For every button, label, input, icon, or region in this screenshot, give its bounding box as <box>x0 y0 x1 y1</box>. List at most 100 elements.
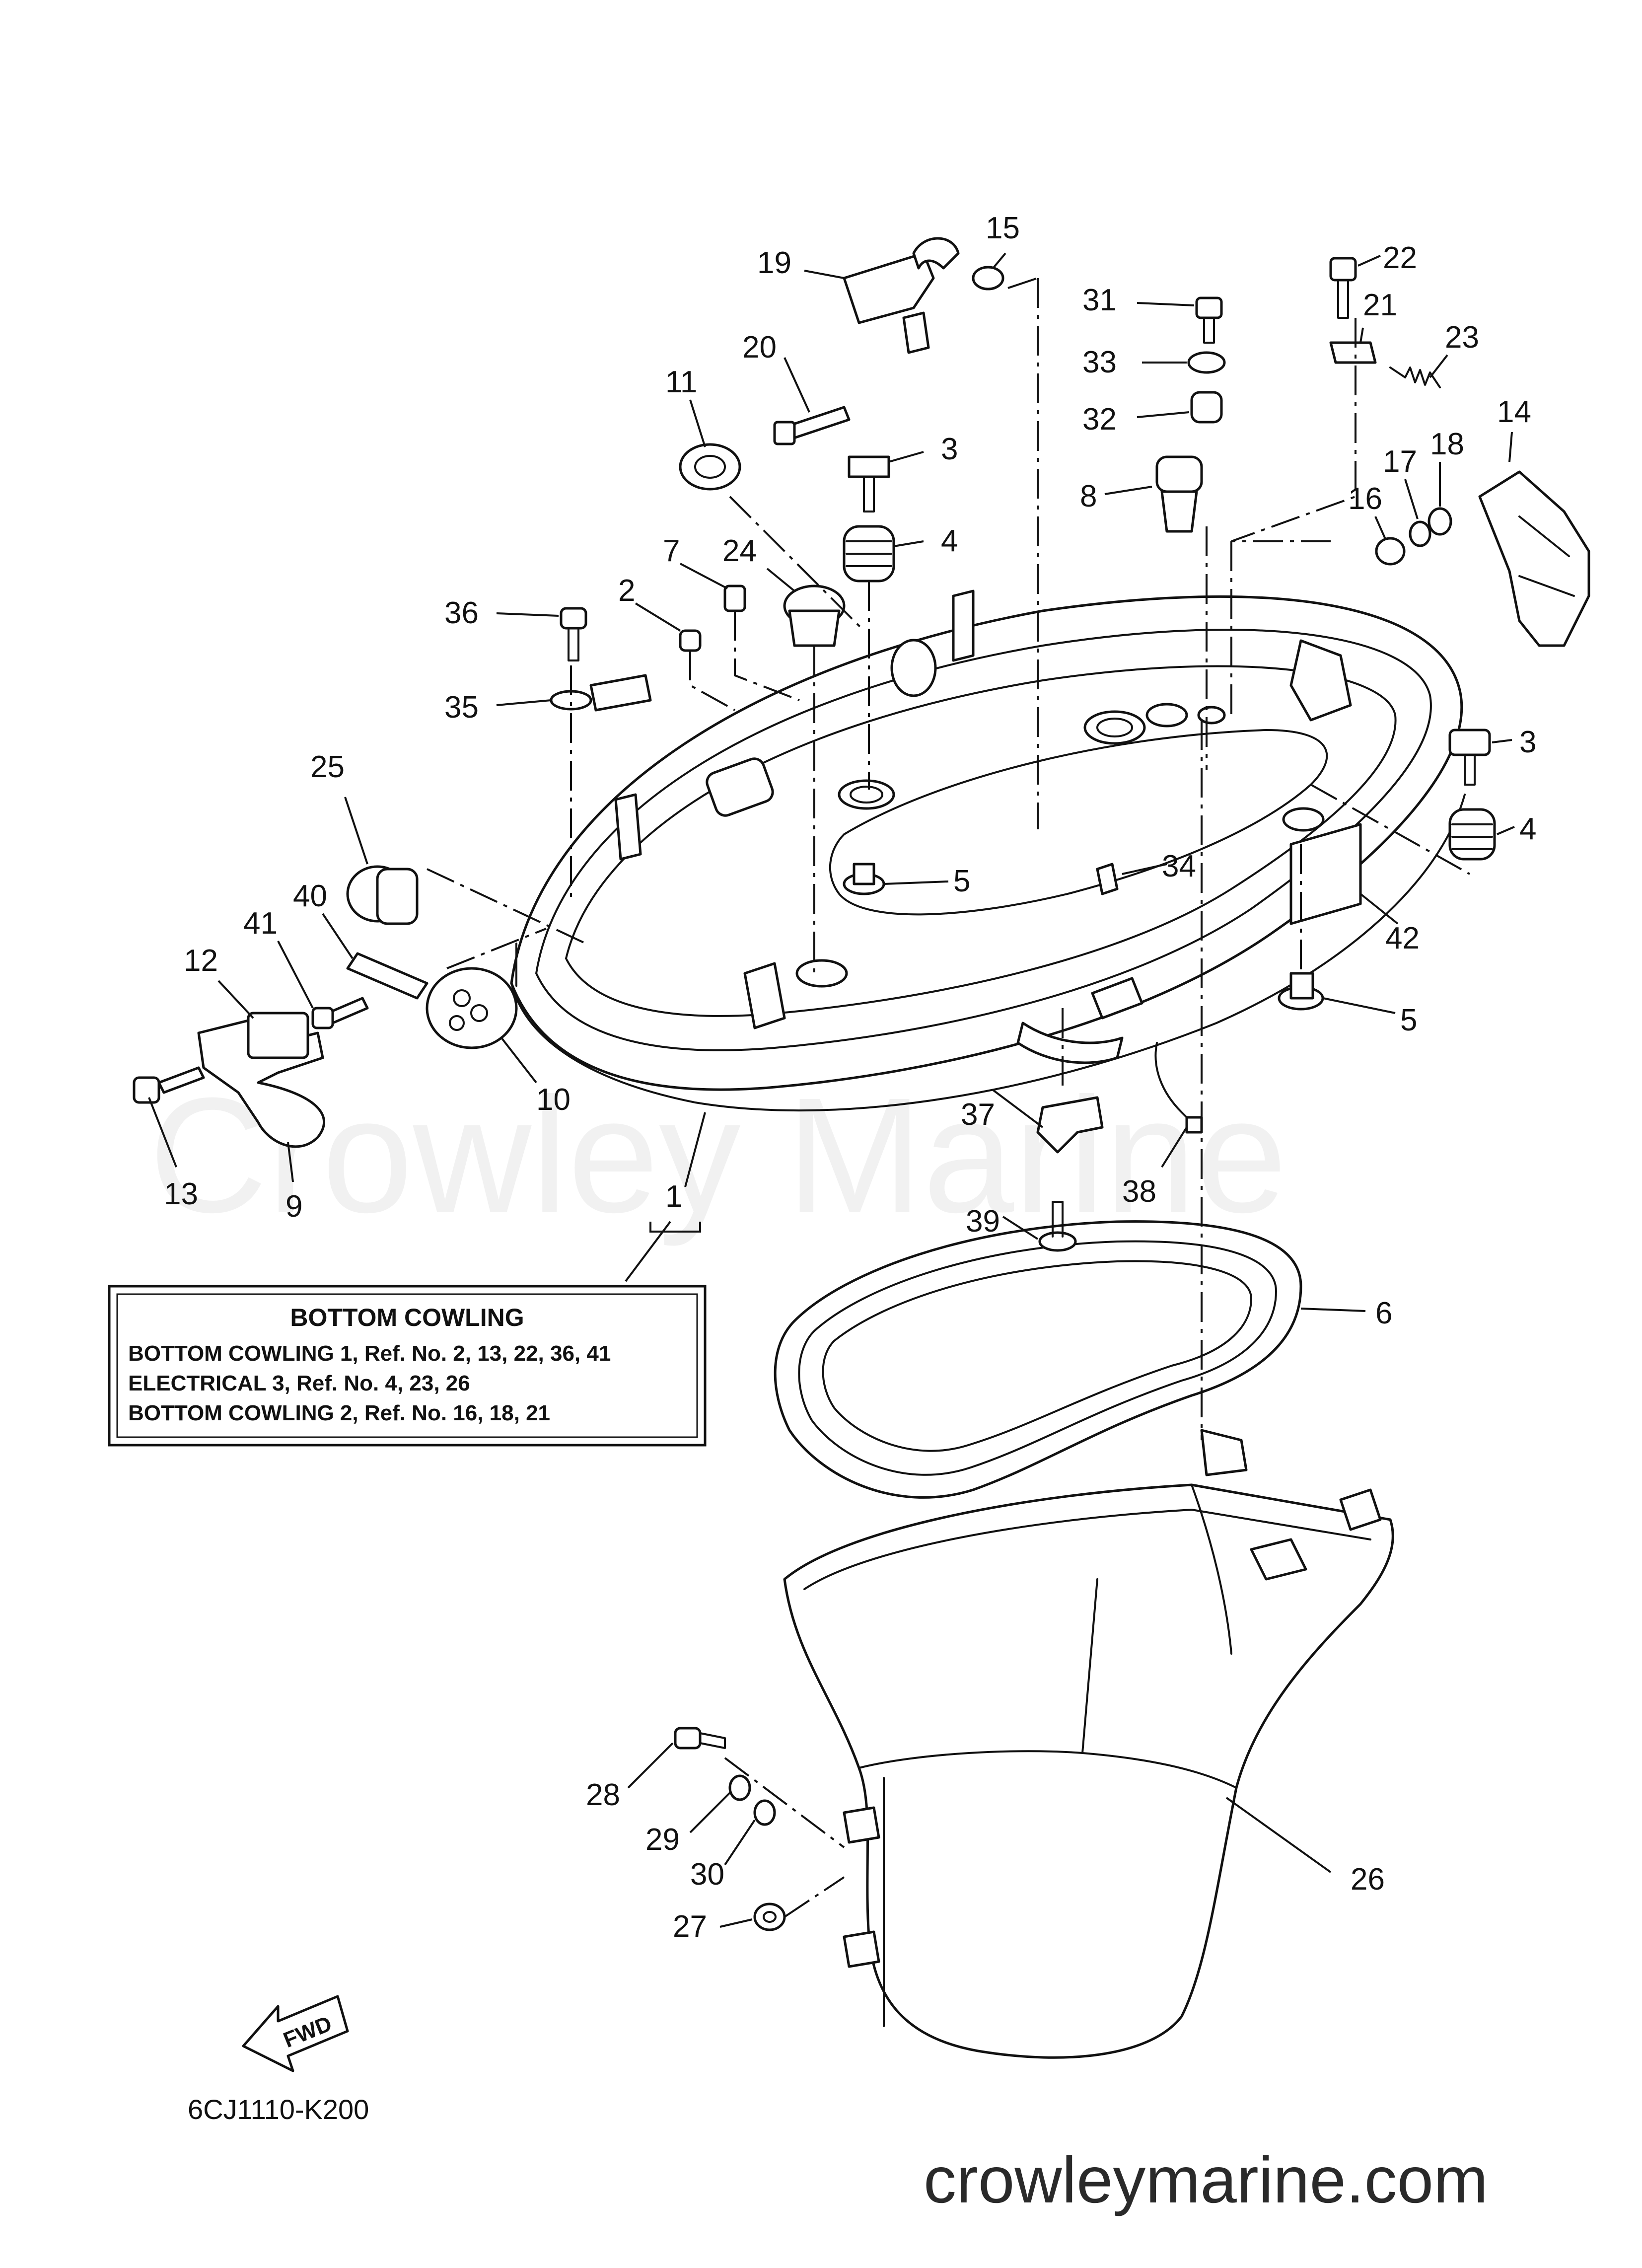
legend-box: BOTTOM COWLING BOTTOM COWLING 1, Ref. No… <box>108 1285 707 1447</box>
callout-40: 40 <box>293 879 327 913</box>
screw-2 <box>679 629 702 652</box>
callout-16: 16 <box>1348 482 1382 516</box>
washer-18 <box>1428 507 1452 536</box>
callout-2: 2 <box>618 574 635 608</box>
grommet-25 <box>346 865 419 925</box>
leader-lines <box>148 252 1515 1928</box>
screw-13 <box>133 1066 205 1104</box>
bolt-31 <box>1195 296 1223 344</box>
nut-27 <box>753 1902 786 1931</box>
watermark-text: Crowley Marine <box>149 1063 1287 1247</box>
callout-30: 30 <box>690 1857 724 1892</box>
callout-7: 7 <box>663 534 680 568</box>
callout-10: 10 <box>536 1083 571 1117</box>
callout-32: 32 <box>1082 402 1117 437</box>
callout-4b: 4 <box>1519 812 1536 846</box>
screw-7 <box>723 585 746 612</box>
callout-37: 37 <box>961 1097 995 1132</box>
callout-22: 22 <box>1383 241 1417 275</box>
handle-14 <box>1478 470 1590 647</box>
bolt-20 <box>773 406 851 445</box>
callout-27: 27 <box>673 1909 707 1944</box>
callout-5b: 5 <box>1400 1003 1417 1037</box>
grommet-32 <box>1190 391 1223 424</box>
callout-23: 23 <box>1445 320 1479 355</box>
bolt-3-right <box>1448 729 1491 786</box>
callout-12: 12 <box>184 944 218 978</box>
bracket-12 <box>197 1012 325 1148</box>
callout-34: 34 <box>1162 849 1196 883</box>
collar-5-outer <box>1278 972 1324 1011</box>
callout-42: 42 <box>1385 921 1420 955</box>
plate-21 <box>1329 341 1377 364</box>
callout-36: 36 <box>444 596 479 630</box>
washer-33 <box>1187 351 1226 374</box>
callout-28: 28 <box>586 1778 620 1812</box>
washer-35 <box>550 674 652 712</box>
callout-24: 24 <box>722 534 757 568</box>
bottom-cowling-tray <box>510 589 1466 1112</box>
legend-line-3: BOTTOM COWLING 2, Ref. No. 16, 18, 21 <box>128 1401 550 1425</box>
callout-35: 35 <box>444 690 479 725</box>
bolt-22 <box>1329 257 1357 319</box>
callout-39: 39 <box>966 1204 1000 1239</box>
legend-line-2: ELECTRICAL 3, Ref. No. 4, 23, 26 <box>128 1371 470 1395</box>
callout-41: 41 <box>243 906 278 941</box>
callout-20: 20 <box>742 330 777 365</box>
legend-line-1: BOTTOM COWLING 1, Ref. No. 2, 13, 22, 36… <box>128 1341 611 1366</box>
site-url: crowleymarine.com <box>924 2143 1488 2216</box>
clip-34 <box>1096 863 1119 895</box>
callout-21: 21 <box>1363 288 1397 322</box>
callouts: 15 19 20 11 3 4 7 24 2 36 35 25 40 41 12… <box>164 211 1536 1944</box>
damper-4-top <box>843 525 895 583</box>
callout-19: 19 <box>757 246 791 280</box>
callout-3b: 3 <box>1519 725 1536 759</box>
callout-8: 8 <box>1080 479 1097 513</box>
hook-bracket-19 <box>843 237 960 354</box>
collar-5-inner <box>843 863 885 895</box>
callout-9: 9 <box>286 1189 302 1224</box>
washer-29 <box>728 1774 751 1801</box>
lower-apron <box>783 1429 1394 2059</box>
bolt-41 <box>311 997 369 1029</box>
washer-17 <box>1409 520 1431 547</box>
grommet-16 <box>1375 537 1406 566</box>
callout-13: 13 <box>164 1177 198 1211</box>
damper-4-right <box>1448 808 1496 861</box>
callout-31: 31 <box>1082 283 1117 317</box>
callout-26: 26 <box>1351 1862 1385 1897</box>
bolt-36 <box>560 607 587 661</box>
callout-14: 14 <box>1497 395 1531 429</box>
legend-title: BOTTOM COWLING <box>290 1304 524 1331</box>
callout-15: 15 <box>986 211 1020 245</box>
callout-18: 18 <box>1430 427 1464 461</box>
callout-5: 5 <box>953 864 970 898</box>
cap-8 <box>1155 455 1203 533</box>
callout-29: 29 <box>645 1823 680 1857</box>
callout-6: 6 <box>1375 1296 1392 1330</box>
callout-3: 3 <box>941 432 958 466</box>
callout-33: 33 <box>1082 345 1117 379</box>
spring-23 <box>1389 366 1441 388</box>
washer-30 <box>753 1799 776 1826</box>
callout-1-bracket <box>649 1222 701 1233</box>
fwd-arrow-icon: FWD <box>242 1995 349 2072</box>
bolt-39 <box>1038 1201 1077 1252</box>
plate-40 <box>346 952 428 1000</box>
diagram-code: 6CJ1110-K200 <box>188 2094 369 2125</box>
grommet-11 <box>679 443 741 491</box>
callout-25: 25 <box>310 750 345 784</box>
callout-11: 11 <box>665 365 697 399</box>
callout-17: 17 <box>1383 444 1417 479</box>
assembly-lines <box>427 277 1470 1918</box>
bolt-3-top <box>848 455 890 512</box>
bolt-28 <box>674 1727 726 1750</box>
bracket-37 <box>1036 1096 1104 1154</box>
grommet-15 <box>972 266 1004 291</box>
callout-38: 38 <box>1122 1174 1156 1209</box>
callout-4: 4 <box>941 524 958 558</box>
callout-1: 1 <box>665 1179 682 1214</box>
grommet-10 <box>426 967 518 1049</box>
grommet-24 <box>783 585 846 647</box>
